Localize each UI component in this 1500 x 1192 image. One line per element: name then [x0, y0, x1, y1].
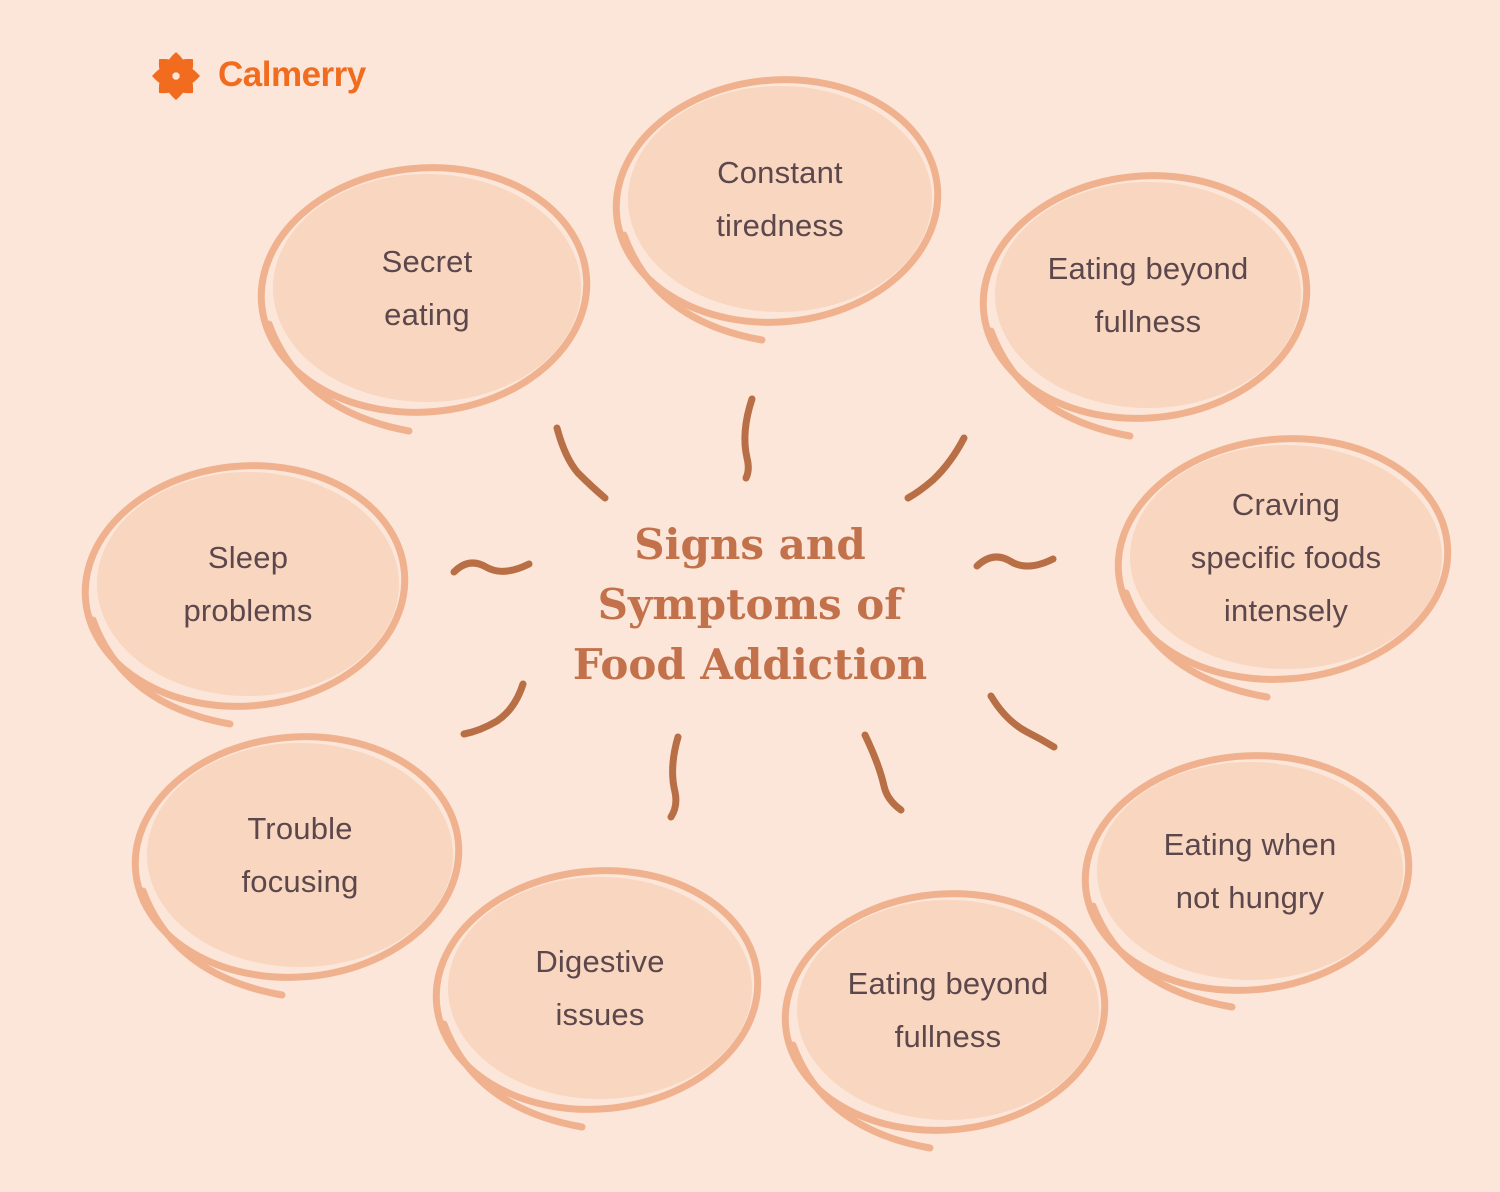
ray-top-left [553, 424, 609, 502]
bubble-outline [257, 164, 591, 416]
bubble-outline [612, 76, 942, 326]
ray-bottom-right [861, 731, 905, 814]
bubble-fill [1097, 762, 1403, 980]
bubble-eating-when-not-hungry [1081, 752, 1413, 1011]
bubble-tail [440, 1020, 586, 1131]
bubble-fill [147, 743, 453, 967]
bubble-tail [1089, 902, 1236, 1011]
bubble-secret-eating [257, 164, 591, 435]
bubble-label-digestive-issues: Digestive issues [535, 944, 665, 1032]
bubble-fill [448, 877, 752, 1099]
brand-logo: Calmerry [151, 49, 366, 101]
bubble-tail [1122, 589, 1271, 701]
ray-top [741, 395, 756, 482]
bubble-tail [620, 231, 766, 344]
bubble-label-craving-specific-foods-intensely: Craving specific foods intensely [1190, 486, 1382, 628]
bubble-tail [139, 887, 286, 999]
bubble-eating-beyond-fullness-top [979, 172, 1311, 440]
bubble-fill [995, 182, 1301, 408]
bubble-outline [81, 462, 409, 710]
bubble-fill [1130, 445, 1442, 669]
bubble-label-eating-beyond-fullness-bottom: Eating beyond fullness [847, 966, 1049, 1054]
ray-left [450, 559, 533, 576]
bubble-outline [1081, 752, 1413, 994]
bubble-label-eating-beyond-fullness-top: Eating beyond fullness [1047, 251, 1249, 339]
bubble-constant-tiredness [612, 76, 942, 344]
bubble-tail [987, 327, 1134, 440]
bubble-outline [781, 890, 1109, 1134]
bubble-fill [797, 900, 1099, 1120]
bubble-outline [131, 733, 463, 981]
bubble-craving-specific-foods-intensely [1114, 435, 1452, 701]
flower-icon [152, 52, 200, 100]
bubble-outline [432, 867, 762, 1113]
bubble-fill [97, 472, 399, 696]
bubble-label-constant-tiredness: Constant tiredness [716, 155, 844, 243]
bubble-tail [789, 1041, 934, 1152]
ray-right [973, 553, 1057, 570]
bubble-label-sleep-problems: Sleep problems [183, 540, 313, 628]
bubble-trouble-focusing [131, 733, 463, 999]
bubble-tail [265, 320, 413, 435]
page-title: Signs and Symptoms of Food Addiction [572, 520, 928, 689]
bubble-fill [273, 174, 581, 402]
ray-bottom-left [460, 680, 527, 738]
ray-bottom [667, 733, 682, 821]
bubble-tail [89, 616, 234, 728]
bubble-label-secret-eating: Secret eating [381, 244, 473, 332]
brand-wordmark: Calmerry [218, 55, 366, 94]
bubble-label-trouble-focusing: Trouble focusing [241, 811, 359, 899]
bubble-outline [1114, 435, 1452, 683]
bubble-outline [979, 172, 1311, 422]
ray-lower-right [987, 692, 1058, 751]
ray-top-right [904, 434, 968, 502]
ray-group [450, 395, 1058, 821]
bubble-digestive-issues [432, 867, 762, 1131]
bubble-fill [628, 86, 932, 312]
bubble-sleep-problems [81, 462, 409, 728]
bubble-label-eating-when-not-hungry: Eating when not hungry [1163, 827, 1337, 915]
bubble-eating-beyond-fullness-bottom [781, 890, 1109, 1152]
